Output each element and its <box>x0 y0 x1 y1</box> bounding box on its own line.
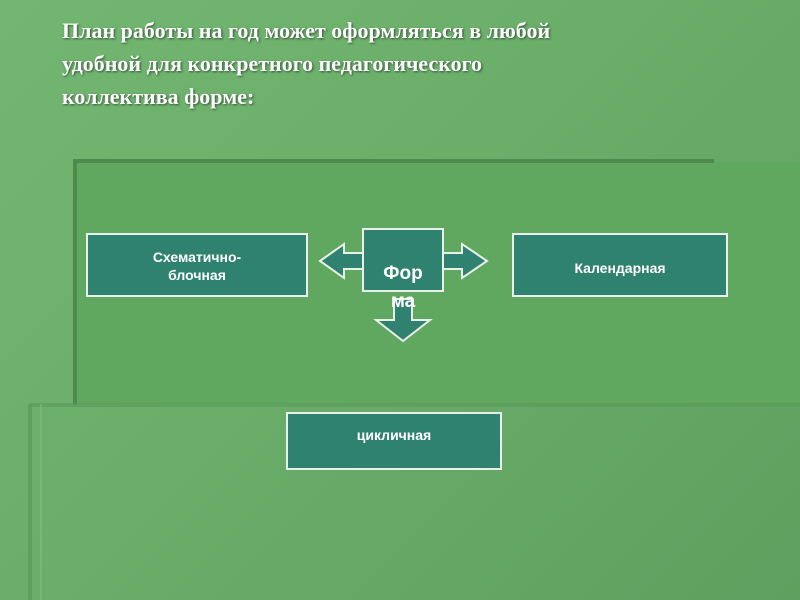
slide-title: План работы на год может оформляться в л… <box>62 18 551 109</box>
panel-left-border <box>73 159 77 405</box>
down-arrow-icon <box>373 298 433 343</box>
decorative-rail <box>28 404 32 600</box>
calendar-box: Календарная <box>512 233 728 297</box>
panel-top-border <box>76 159 714 163</box>
panel-bottom-line <box>30 403 800 407</box>
cyclic-label: цикличная <box>356 427 432 443</box>
cyclic-box: цикличная <box>286 412 502 470</box>
form-center-label: Фор ма <box>383 263 423 312</box>
schematic-block-label: Схематично- блочная <box>152 249 242 283</box>
decorative-rail-highlight <box>40 404 42 600</box>
form-center-box: Фор ма <box>362 228 444 312</box>
schematic-block-box: Схематично- блочная <box>86 233 308 297</box>
calendar-label: Календарная <box>574 260 666 276</box>
